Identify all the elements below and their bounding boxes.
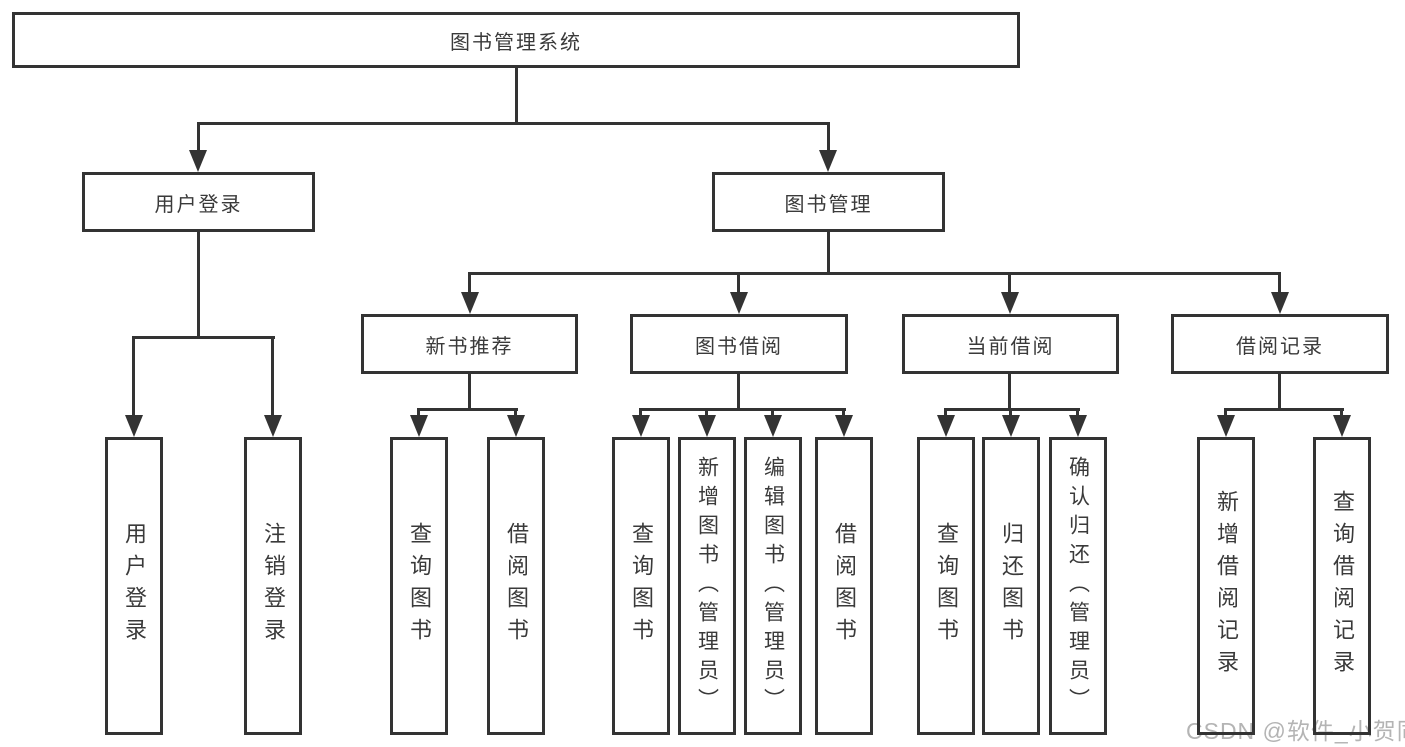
node-bb-add-book-admin: 新增图书（管理员） [678,437,736,735]
node-logout: 注销登录 [244,437,302,735]
connector-line [842,408,845,418]
connector-line [1278,272,1281,294]
arrowhead-down-icon [1271,292,1289,314]
node-user-login: 用户登录 [105,437,163,735]
connector-line [197,122,830,125]
connector-line [1224,408,1227,418]
node-nb-query-books: 查询图书 [390,437,448,735]
arrowhead-down-icon [1333,415,1351,437]
node-new-book-recommend: 新书推荐 [361,314,578,374]
arrowhead-down-icon [125,415,143,437]
node-bb-borrow-books: 借阅图书 [815,437,873,735]
node-br-query-record: 查询借阅记录 [1313,437,1371,735]
connector-line [944,408,1080,411]
connector-line [1340,408,1343,418]
arrowhead-down-icon [937,415,955,437]
connector-line [639,408,642,418]
node-current-borrow: 当前借阅 [902,314,1119,374]
connector-line [771,408,774,418]
arrowhead-down-icon [1002,415,1020,437]
connector-line [197,122,200,152]
arrowhead-down-icon [189,150,207,172]
arrowhead-down-icon [410,415,428,437]
arrowhead-down-icon [461,292,479,314]
connector-line [468,272,1281,275]
connector-line [1224,408,1344,411]
node-library-management-system: 图书管理系统 [12,12,1020,68]
arrowhead-down-icon [264,415,282,437]
node-book-management: 图书管理 [712,172,945,232]
arrowhead-down-icon [819,150,837,172]
connector-line [197,232,200,336]
arrowhead-down-icon [1001,292,1019,314]
node-br-add-record: 新增借阅记录 [1197,437,1255,735]
arrowhead-down-icon [1217,415,1235,437]
connector-line [1009,408,1012,418]
node-user-login-group: 用户登录 [82,172,315,232]
connector-line [468,272,471,294]
node-bb-edit-book-admin: 编辑图书（管理员） [744,437,802,735]
arrowhead-down-icon [730,292,748,314]
connector-line [944,408,947,418]
node-borrow-records: 借阅记录 [1171,314,1389,374]
connector-line [515,68,518,124]
arrowhead-down-icon [698,415,716,437]
connector-line [705,408,708,418]
connector-line [639,408,846,411]
arrowhead-down-icon [507,415,525,437]
node-book-borrow: 图书借阅 [630,314,848,374]
connector-line [827,232,830,274]
connector-line [468,374,471,410]
node-cb-return-book: 归还图书 [982,437,1040,735]
arrowhead-down-icon [835,415,853,437]
connector-line [132,336,275,339]
connector-line [417,408,420,418]
connector-line [1008,272,1011,294]
connector-line [737,272,740,294]
arrowhead-down-icon [764,415,782,437]
node-cb-query-books: 查询图书 [917,437,975,735]
connector-line [1278,374,1281,410]
node-bb-query-books: 查询图书 [612,437,670,735]
connector-line [514,408,517,418]
connector-line [1008,374,1011,410]
connector-line [737,374,740,410]
connector-line [132,336,135,415]
connector-line [827,122,830,152]
node-cb-confirm-return-admin: 确认归还（管理员） [1049,437,1107,735]
connector-line [271,336,274,415]
arrowhead-down-icon [632,415,650,437]
connector-line [1076,408,1079,418]
node-nb-borrow-books: 借阅图书 [487,437,545,735]
arrowhead-down-icon [1069,415,1087,437]
connector-line [417,408,518,411]
